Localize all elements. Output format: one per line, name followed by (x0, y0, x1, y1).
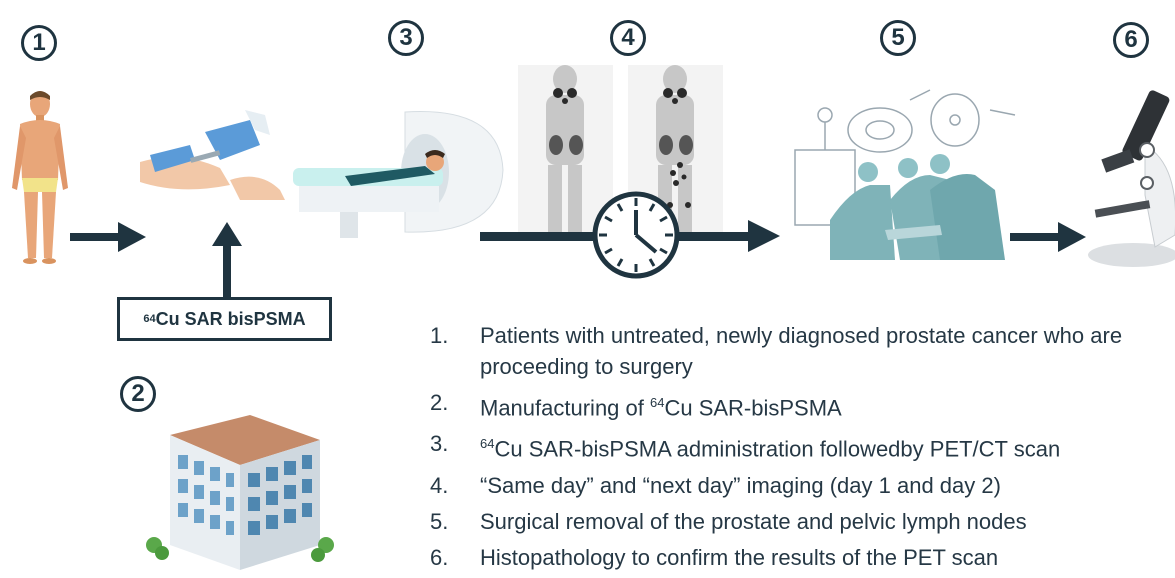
injection-illustration (140, 110, 285, 200)
step-5-marker: 5 (880, 20, 916, 56)
flow-arrow-5 (1010, 222, 1086, 252)
patient-illustration (12, 91, 68, 264)
step-item-1: 1. Patients with untreated, newly diagno… (430, 323, 1123, 379)
step-item-2: 2. Manufacturing of 64Cu SAR-bisPSMA (430, 390, 842, 421)
microscope-illustration (1088, 90, 1175, 267)
pet-ct-scanner-illustration (293, 110, 504, 238)
step-3-marker: 3 (388, 20, 424, 56)
step-item-4: 4. “Same day” and “next day” imaging (da… (430, 472, 1001, 498)
step-list: 1. Patients with untreated, newly diagno… (430, 320, 1160, 578)
step-2-marker: 2 (120, 376, 156, 412)
flow-arrow-up (212, 222, 242, 298)
step-item-5: 5. Surgical removal of the prostate and … (430, 508, 1027, 534)
step-item-6: 6. Histopathology to confirm the results… (430, 544, 999, 570)
flow-arrow-1 (70, 222, 146, 252)
step-item-3: 3. 64Cu SAR-bisPSMA administration follo… (430, 431, 1061, 462)
step-4-marker: 4 (610, 20, 646, 56)
building-illustration (146, 415, 334, 570)
timeline-arrow-with-clock (480, 191, 780, 279)
step-6-marker: 6 (1113, 22, 1149, 58)
surgery-illustration (794, 89, 1016, 260)
step-1-marker: 1 (21, 25, 57, 61)
